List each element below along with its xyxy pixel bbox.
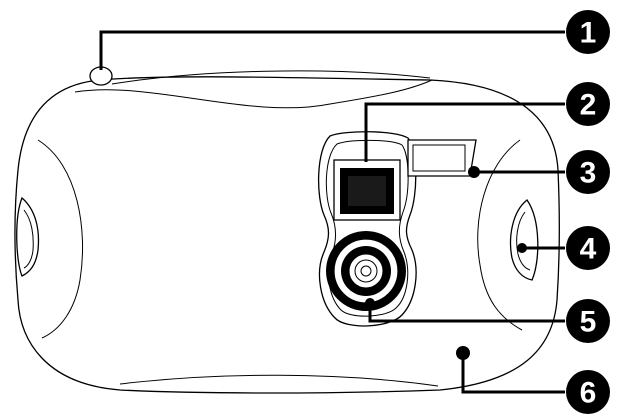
lens [326,231,406,311]
callout-number-5: 5 [580,306,597,339]
callout-number-6: 6 [580,377,597,410]
callout-badge-5: 5 [566,299,610,343]
leader-lines [99,30,565,394]
callout-number-1: 1 [580,17,597,50]
viewfinder [333,159,401,221]
right-grip [477,139,539,331]
callout-badge-6: 6 [566,370,610,414]
callout-number-4: 4 [580,233,597,266]
callout-badge-4: 4 [566,226,610,270]
callout-number-3: 3 [580,157,597,190]
leader-line-1 [99,30,565,70]
left-grip [16,139,84,339]
callout-badge-2: 2 [566,82,610,126]
callout-number-2: 2 [580,89,597,122]
callout-badge-1: 1 [566,10,610,54]
leader-line-2 [364,102,565,162]
flash [407,139,477,177]
leader-line-6 [461,358,565,394]
callout-badge-3: 3 [566,150,610,194]
leader-line-5 [368,303,565,323]
